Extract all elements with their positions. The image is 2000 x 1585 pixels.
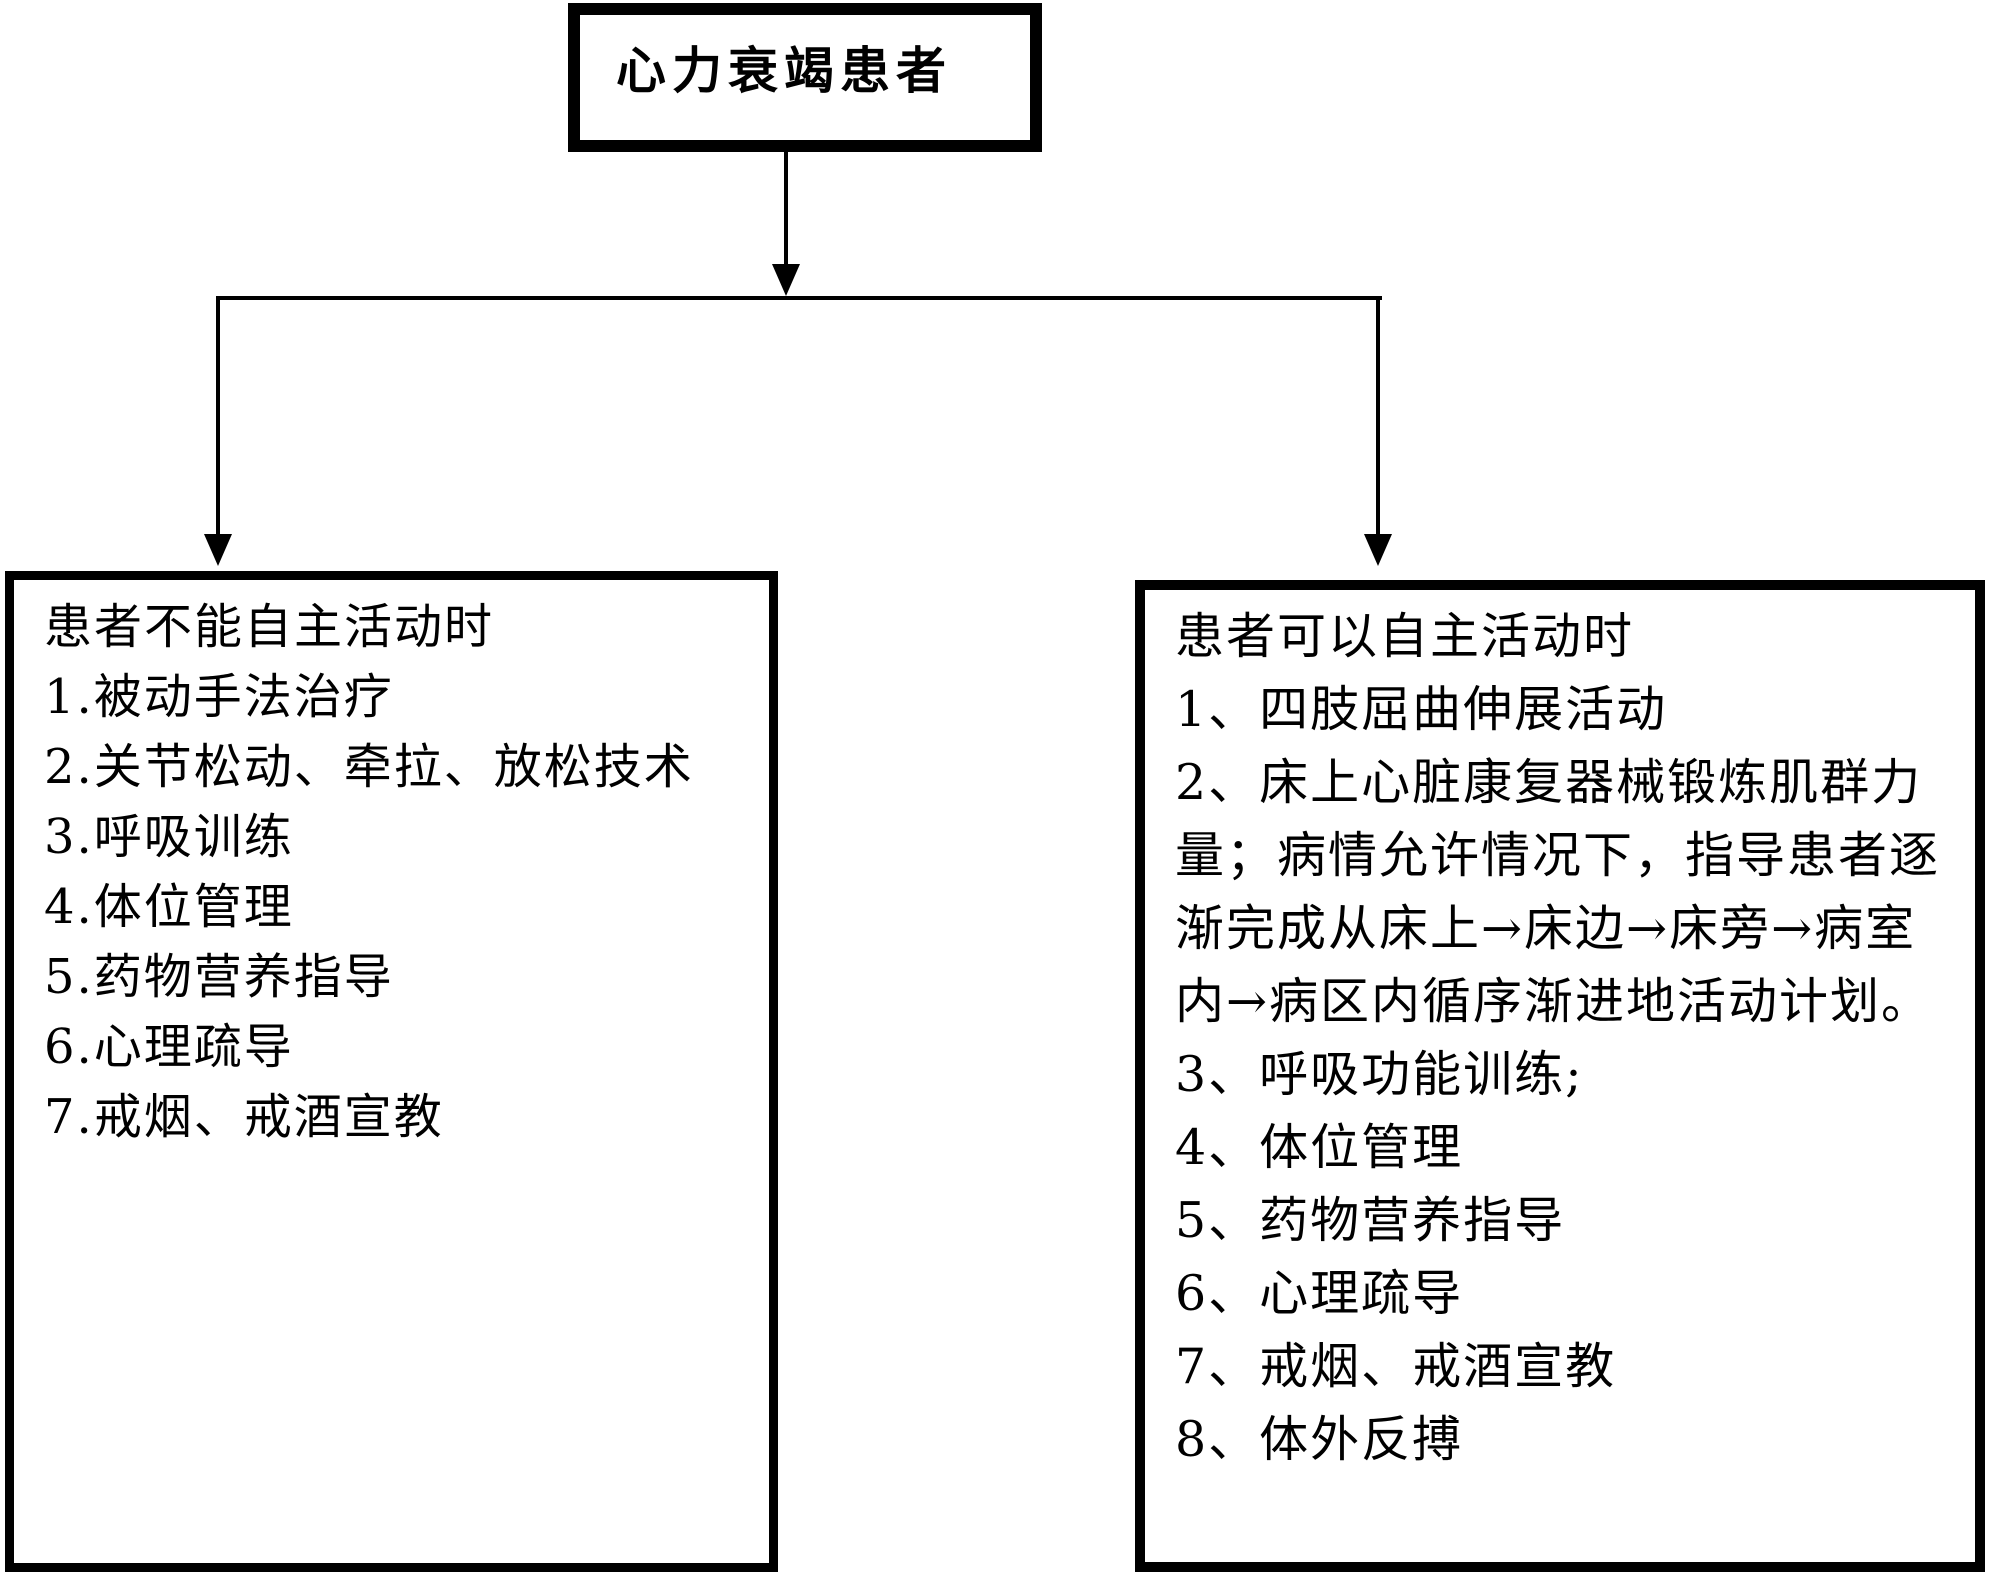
branch-node-can-move-independently: 患者可以自主活动时 1、四肢屈曲伸展活动 2、床上心脏康复器械锻炼肌群力量；病情… bbox=[1135, 580, 1985, 1572]
list-item: 2.关节松动、牵拉、放松技术 bbox=[44, 739, 694, 795]
list-item: 3.呼吸训练 bbox=[44, 809, 294, 865]
list-item: 4、体位管理 bbox=[1175, 1119, 1464, 1176]
branch-header: 患者不能自主活动时 bbox=[44, 599, 495, 655]
list-item: 5、药物营养指导 bbox=[1175, 1192, 1566, 1249]
connector-rail-line bbox=[216, 296, 1382, 300]
connector-right-branch-line bbox=[1376, 296, 1380, 536]
connector-left-branch-line bbox=[216, 296, 220, 536]
list-item: 6.心理疏导 bbox=[44, 1019, 294, 1075]
list-item: 5.药物营养指导 bbox=[44, 949, 394, 1005]
root-node-heart-failure-patient: 心力衰竭患者 bbox=[568, 3, 1042, 152]
list-item: 1.被动手法治疗 bbox=[44, 669, 394, 725]
list-item: 4.体位管理 bbox=[44, 879, 294, 935]
list-item: 1、四肢屈曲伸展活动 bbox=[1175, 681, 1668, 738]
list-item: 7、戒烟、戒酒宣教 bbox=[1175, 1338, 1617, 1395]
list-item: 2、床上心脏康复器械锻炼肌群力量；病情允许情况下，指导患者逐渐完成从床上→床边→… bbox=[1175, 754, 1941, 1030]
arrowhead-down-icon bbox=[1364, 534, 1392, 566]
list-item: 8、体外反搏 bbox=[1175, 1411, 1464, 1468]
connector-stem-line bbox=[784, 152, 788, 266]
list-item: 6、心理疏导 bbox=[1175, 1265, 1464, 1322]
arrowhead-down-icon bbox=[772, 264, 800, 296]
list-item: 7.戒烟、戒酒宣教 bbox=[44, 1089, 444, 1145]
list-item: 3、呼吸功能训练; bbox=[1175, 1046, 1584, 1103]
branch-header: 患者可以自主活动时 bbox=[1175, 608, 1635, 665]
arrowhead-down-icon bbox=[204, 534, 232, 566]
root-node-label: 心力衰竭患者 bbox=[616, 41, 952, 100]
branch-node-cannot-move-independently: 患者不能自主活动时 1.被动手法治疗 2.关节松动、牵拉、放松技术 3.呼吸训练… bbox=[5, 571, 778, 1572]
